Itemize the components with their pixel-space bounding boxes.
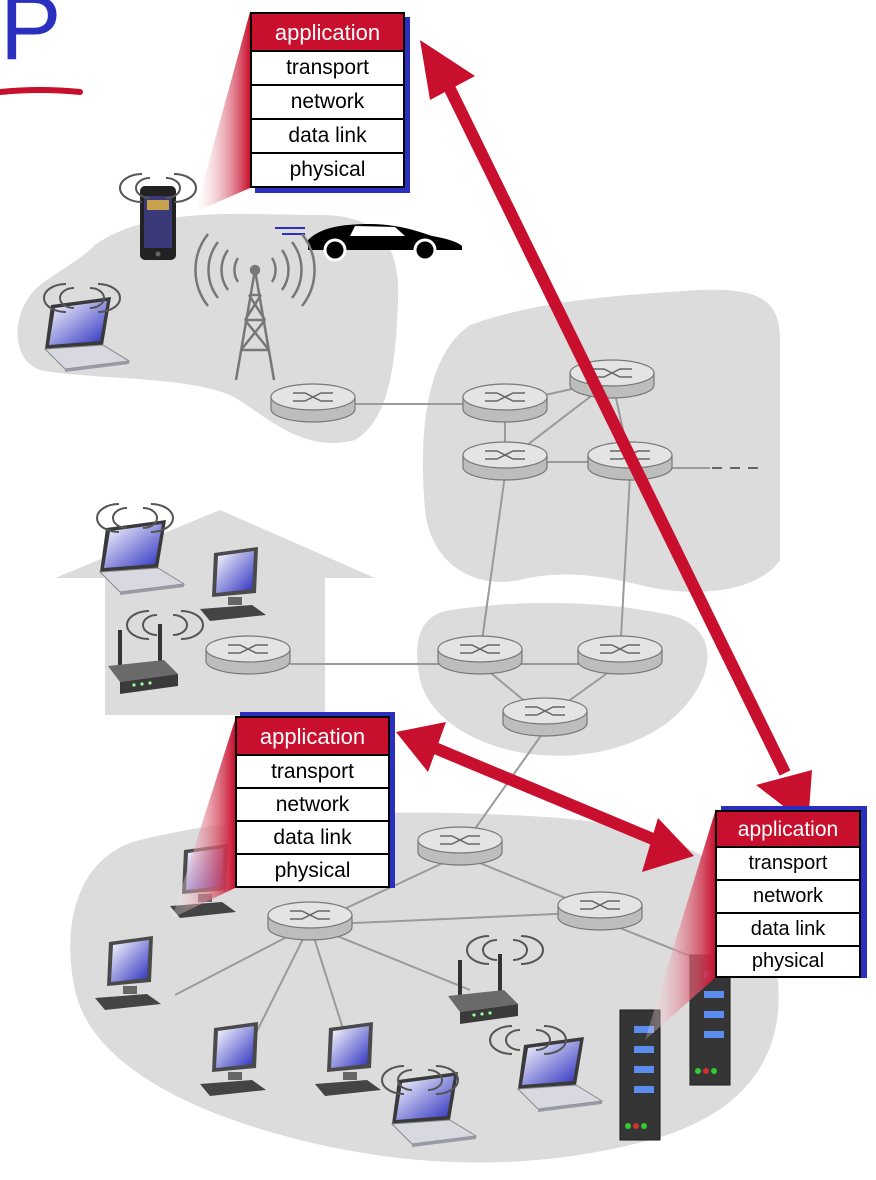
- logical-communication-arrow: [396, 722, 694, 872]
- car-icon: [275, 224, 462, 262]
- layer-application: application: [250, 12, 405, 52]
- layer-data-link: data link: [715, 912, 861, 947]
- layer-transport: transport: [715, 846, 861, 881]
- router-icon: [270, 383, 356, 423]
- layer-network: network: [235, 787, 390, 822]
- router-icon: [577, 635, 663, 675]
- router-icon: [267, 901, 353, 941]
- isp-network-cloud: [422, 289, 780, 592]
- protocol-stack-server: application transport network data link …: [715, 806, 867, 978]
- router-icon: [557, 891, 643, 931]
- layer-physical: physical: [715, 945, 861, 978]
- stack-callout-beam: [172, 720, 235, 918]
- router-icon: [437, 635, 523, 675]
- router-icon: [205, 635, 291, 675]
- layer-application: application: [235, 716, 390, 756]
- stack-callout-beam: [195, 12, 250, 212]
- layer-physical: physical: [235, 853, 390, 888]
- router-icon: [417, 826, 503, 866]
- layer-transport: transport: [250, 50, 405, 86]
- router-icon: [462, 441, 548, 481]
- protocol-stack-mobile: application transport network data link …: [250, 12, 410, 193]
- layer-data-link: data link: [250, 118, 405, 154]
- layer-transport: transport: [235, 754, 390, 789]
- router-icon: [502, 697, 588, 737]
- layer-data-link: data link: [235, 820, 390, 855]
- layer-physical: physical: [250, 152, 405, 188]
- layer-application: application: [715, 810, 861, 848]
- layer-network: network: [715, 879, 861, 914]
- stack-callout-beam: [645, 812, 715, 1040]
- cell-tower-icon: [194, 233, 316, 381]
- router-icon: [462, 383, 548, 423]
- smartphone-icon: [140, 186, 176, 260]
- layer-network: network: [250, 84, 405, 120]
- title-glyph: P: [0, 0, 62, 79]
- protocol-stack-enterprise-host: application transport network data link …: [235, 712, 395, 888]
